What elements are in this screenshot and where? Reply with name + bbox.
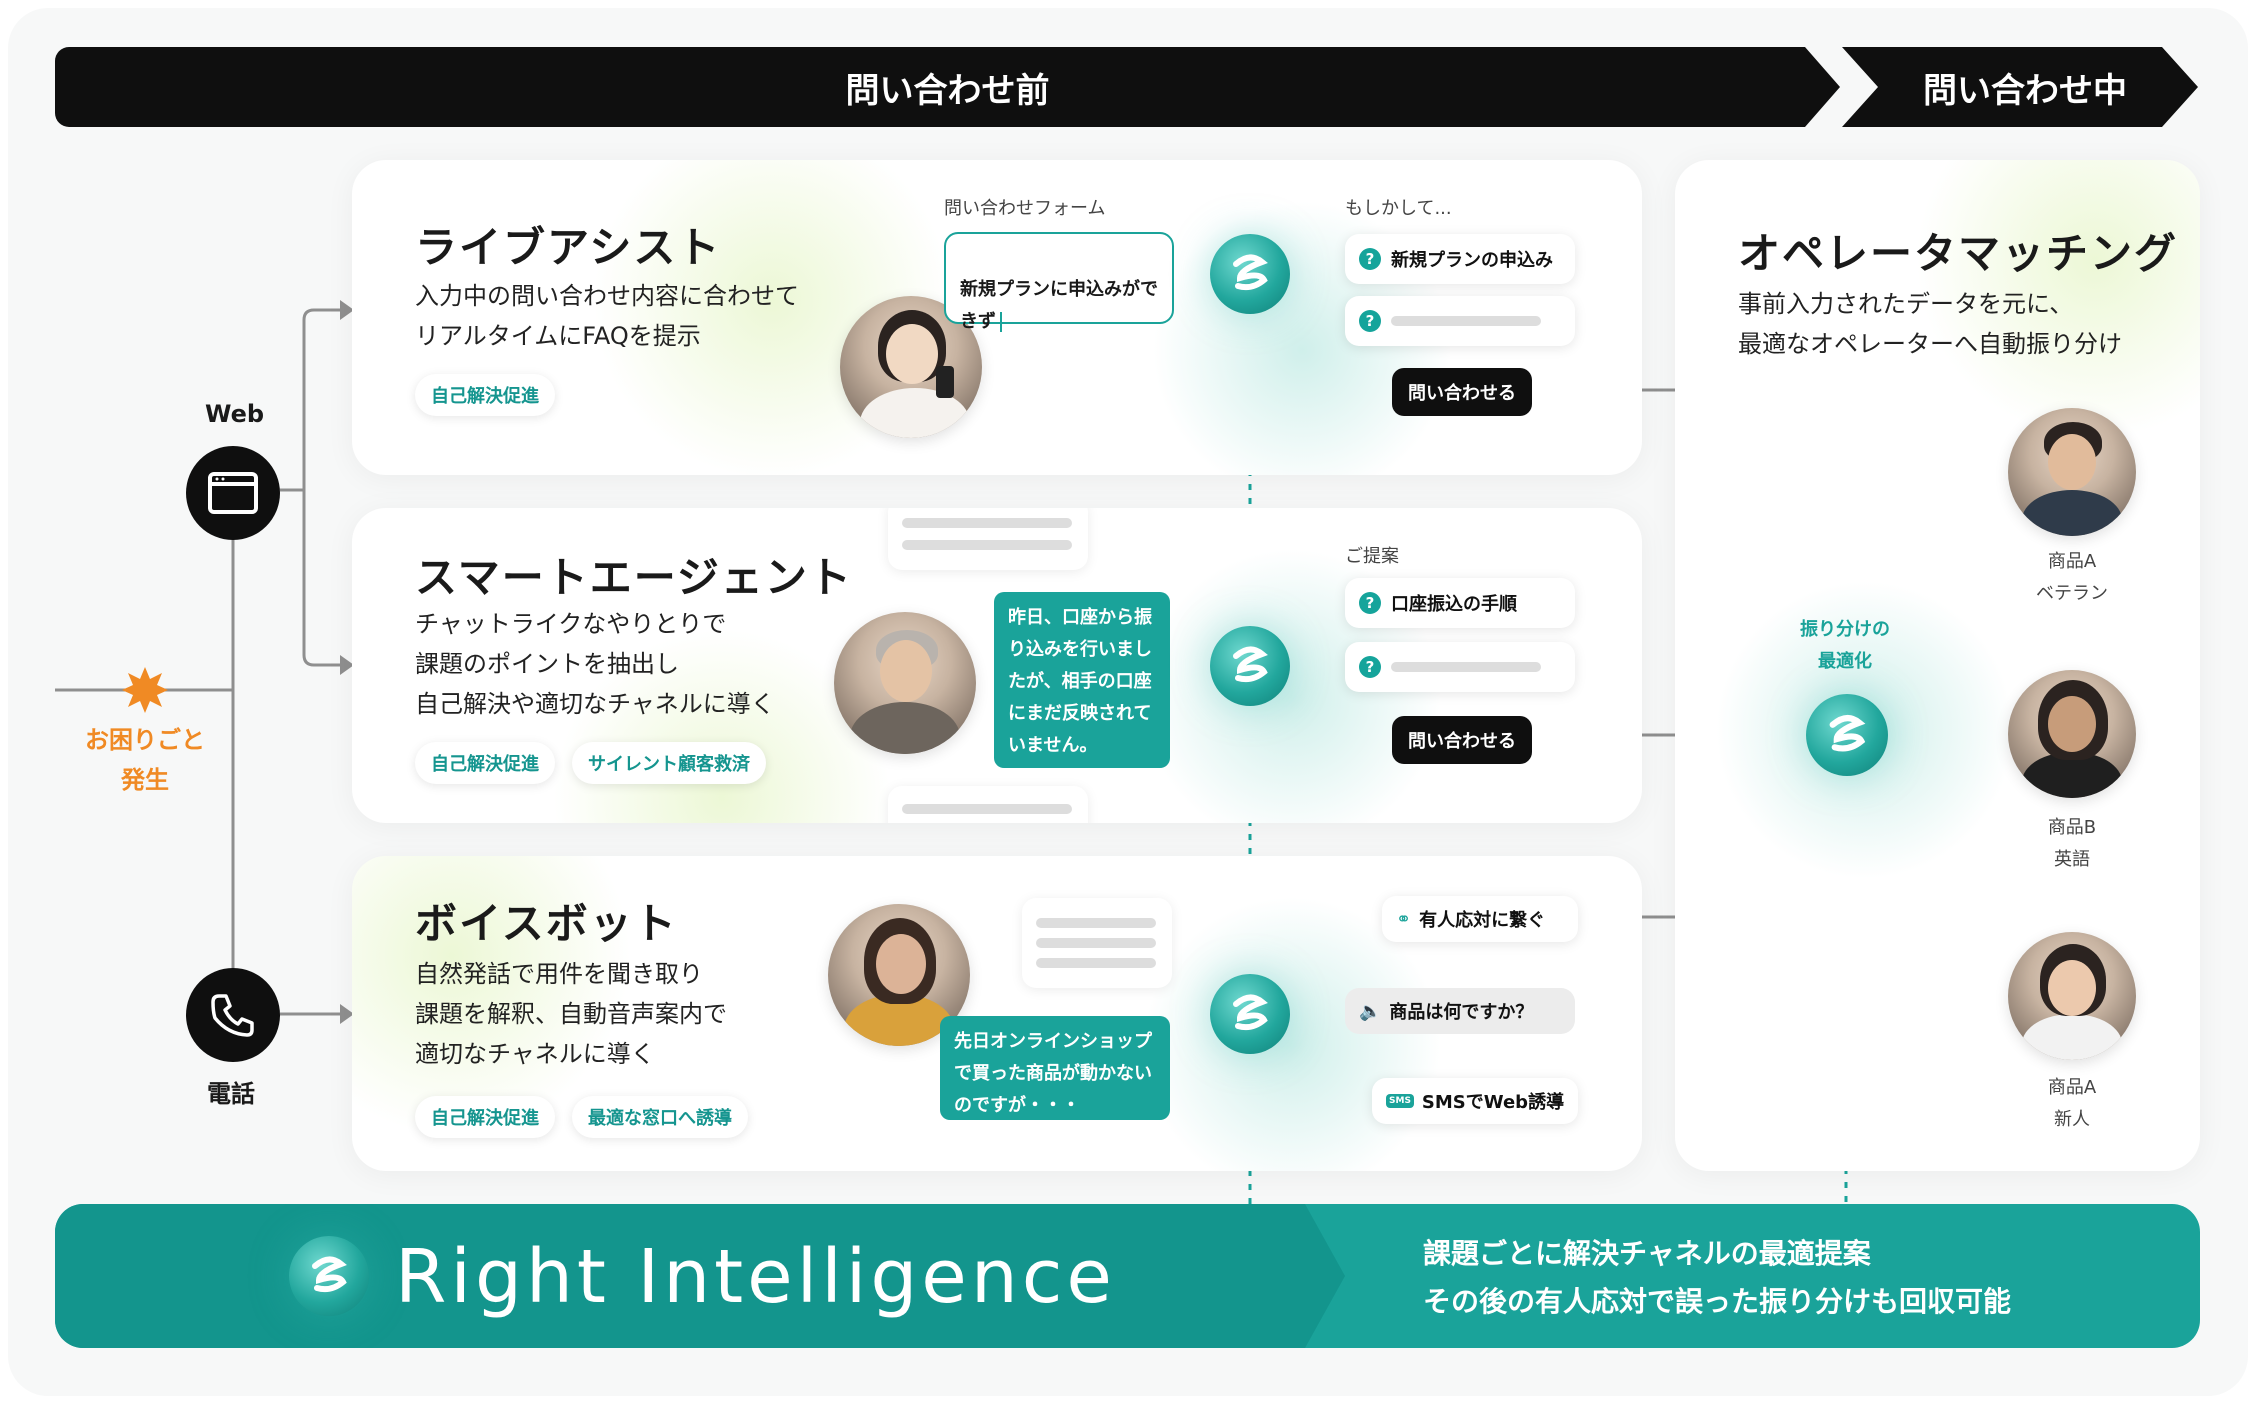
phase-during-banner: 問い合わせ中 [1842, 47, 2198, 127]
burst-icon [120, 665, 170, 715]
chat-history-card [888, 786, 1088, 823]
sms-guide-text: SMSでWeb誘導 [1421, 1092, 1565, 1113]
faq-suggestion-item[interactable]: ? 口座振込の手順 [1345, 578, 1575, 628]
connect-human-text: 有人応対に繋ぐ [1419, 910, 1546, 931]
headset-icon: ⚭ [1396, 908, 1412, 930]
operator-avatar-veteran[interactable] [2008, 408, 2136, 536]
right-intelligence-logo-icon [289, 1236, 369, 1316]
voice-bot-card: ボイスボット 自然発話で用件を聞き取り 課題を解釈、自動音声案内で 適切なチャネ… [352, 856, 1642, 1171]
right-intelligence-banner: Right Intelligence 課題ごとに解決チャネルの最適提案 その後の… [55, 1204, 2200, 1348]
tag-silent-customer: サイレント顧客救済 [572, 742, 766, 784]
brand-name: Right Intelligence [395, 1234, 1116, 1320]
voice-transcript-card [1022, 898, 1172, 988]
operator-name-english: 商品B 英語 [2047, 817, 2097, 870]
faq-suggestion-text: 口座振込の手順 [1391, 594, 1517, 615]
user-avatar-man-phone [834, 612, 976, 754]
routing-optimization-label: 振り分けの 最適化 [1800, 619, 1890, 672]
phase-before-label: 問い合わせ前 [845, 70, 1050, 111]
chat-message-bubble: 昨日、口座から振 り込みを行いまし たが、相手の口座 にまだ反映されて いません… [994, 592, 1170, 768]
smart-agent-title: スマートエージェント [415, 553, 853, 602]
sms-icon: SMS [1386, 1094, 1414, 1108]
phone-label: 電話 [207, 1080, 255, 1108]
question-icon: ? [1359, 656, 1381, 678]
banner-tagline: 課題ごとに解決チャネルの最適提案 その後の有人応対で誤った振り分けも回収可能 [1423, 1237, 2012, 1318]
inquire-button[interactable]: 問い合わせる [1392, 368, 1532, 416]
tag-self-solve: 自己解決促進 [415, 374, 555, 416]
right-intelligence-orb-icon [1210, 626, 1290, 706]
placeholder-line [1391, 316, 1541, 326]
voice-bot-title: ボイスボット [415, 899, 678, 948]
chat-history-card [888, 508, 1088, 570]
live-assist-description: 入力中の問い合わせ内容に合わせて リアルタイムにFAQを提示 [415, 282, 799, 350]
voice-message-bubble: 先日オンラインショップ で買った商品が動かない のですが・・・ [940, 1016, 1170, 1120]
smart-agent-card: スマートエージェント チャットライクなやりとりで 課題のポイントを抽出し 自己解… [352, 508, 1642, 823]
connect-human-option[interactable]: ⚭ 有人応対に繋ぐ [1382, 896, 1578, 942]
faq-suggestion-text: 新規プランの申込み [1391, 250, 1553, 271]
right-intelligence-orb-icon [1210, 234, 1290, 314]
operator-avatar-new[interactable] [2008, 932, 2136, 1060]
question-icon: ? [1359, 310, 1381, 332]
inquiry-form-input[interactable]: 新規プランに申込みがで きず [944, 232, 1174, 332]
smart-agent-description: チャットライクなやりとりで 課題のポイントを抽出し 自己解決や適切なチャネルに導… [415, 610, 775, 718]
phone-icon[interactable] [186, 968, 280, 1062]
operator-avatar-english[interactable] [2008, 670, 2136, 798]
live-assist-title: ライブアシスト [415, 223, 722, 272]
operator-matching-title: オペレータマッチング [1738, 229, 2179, 278]
text-cursor [1000, 312, 1002, 332]
right-intelligence-orb-icon [1806, 694, 1888, 776]
faq-suggestion-placeholder[interactable]: ? [1345, 642, 1575, 692]
inquire-button[interactable]: 問い合わせる [1392, 716, 1532, 764]
tag-self-solve: 自己解決促進 [415, 742, 555, 784]
proposal-label: ご提案 [1345, 546, 1399, 567]
question-icon: ? [1359, 592, 1381, 614]
phase-before-banner: 問い合わせ前 [55, 47, 1840, 127]
operator-matching-description: 事前入力されたデータを元に、 最適なオペレーターへ自動振り分け [1738, 290, 2122, 358]
live-assist-card: ライブアシスト 入力中の問い合わせ内容に合わせて リアルタイムにFAQを提示 自… [352, 160, 1642, 475]
form-label: 問い合わせフォーム [944, 198, 1106, 219]
phase-during-label: 問い合わせ中 [1923, 70, 2127, 111]
tag-self-solve: 自己解決促進 [415, 1096, 555, 1138]
faq-suggestion-placeholder[interactable]: ? [1345, 296, 1575, 346]
voice-bot-description: 自然発話で用件を聞き取り 課題を解釈、自動音声案内で 適切なチャネルに導く [415, 960, 727, 1068]
placeholder-line [1391, 662, 1541, 672]
operator-name-veteran: 商品A ベテラン [2036, 551, 2108, 604]
speaker-icon: 🔈 [1359, 1000, 1382, 1022]
faq-suggestion-item[interactable]: ? 新規プランの申込み [1345, 234, 1575, 284]
sms-guide-option[interactable]: SMS SMSでWeb誘導 [1372, 1078, 1578, 1124]
inquiry-form-text: 新規プランに申込みがで きず [960, 279, 1158, 332]
operator-name-new: 商品A 新人 [2047, 1077, 2097, 1130]
web-label: Web [205, 400, 265, 428]
voice-question-option[interactable]: 🔈 商品は何ですか？ [1345, 988, 1575, 1034]
suggest-label: もしかして... [1345, 198, 1452, 219]
banner-left-panel [55, 1204, 1345, 1348]
right-intelligence-orb-icon [1210, 974, 1290, 1054]
web-browser-icon[interactable] [186, 446, 280, 540]
voice-question-text: 商品は何ですか？ [1389, 1002, 1534, 1023]
trouble-label: お困りごと 発生 [85, 726, 205, 794]
question-icon: ? [1359, 248, 1381, 270]
tag-guide-window: 最適な窓口へ誘導 [572, 1096, 748, 1138]
